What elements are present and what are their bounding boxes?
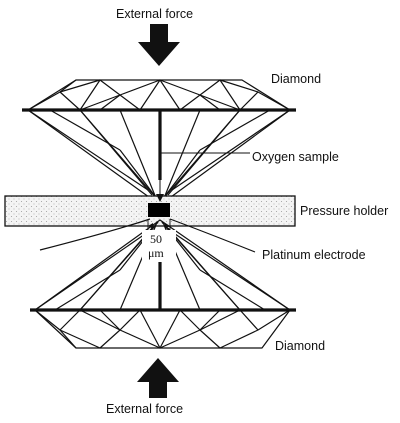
top-force-label: External force — [116, 7, 193, 21]
top-diamond-label: Diamond — [271, 72, 321, 86]
pressure-holder-label: Pressure holder — [300, 204, 388, 218]
oxygen-sample — [148, 203, 170, 217]
top-diamond — [22, 79, 296, 206]
gap-dimension — [142, 219, 176, 262]
top-force-arrow-icon — [138, 24, 180, 66]
oxygen-sample-label: Oxygen sample — [252, 150, 339, 164]
platinum-electrode-label: Platinum electrode — [262, 248, 366, 262]
bottom-force-label: External force — [106, 402, 183, 416]
gap-unit-label: μm — [148, 246, 164, 260]
bottom-diamond — [30, 219, 296, 349]
oxygen-arrowhead-icon — [156, 194, 164, 202]
bottom-diamond-label: Diamond — [275, 339, 325, 353]
oxygen-leader-line — [159, 152, 250, 199]
gap-value-label: 50 — [150, 232, 162, 246]
platinum-electrodes — [39, 218, 256, 253]
bottom-force-arrow-icon — [137, 358, 179, 398]
